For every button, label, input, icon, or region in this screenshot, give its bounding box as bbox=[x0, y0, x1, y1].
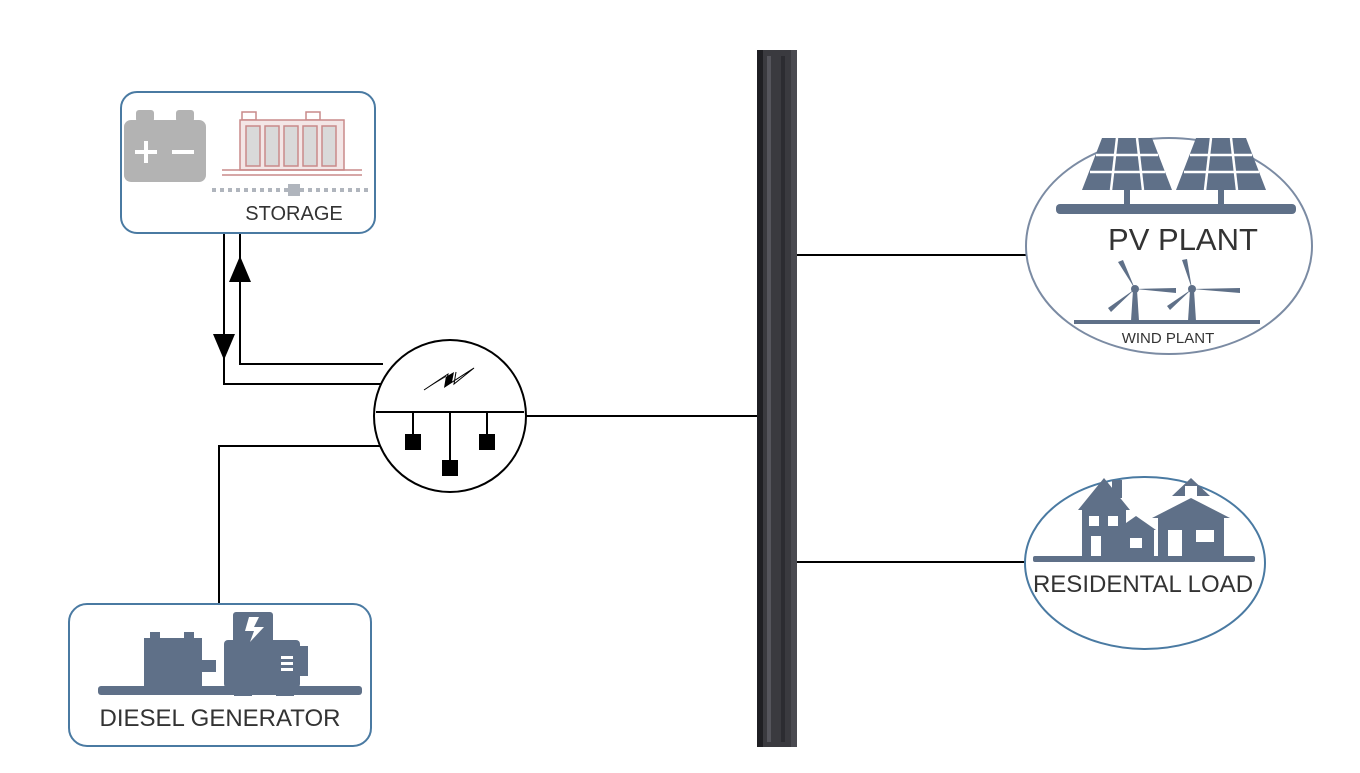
solar-panel-left-icon bbox=[1082, 137, 1172, 204]
wind-turbines-icon bbox=[1074, 259, 1260, 324]
pv-label: PV PLANT bbox=[1108, 222, 1258, 257]
diesel-generator-node[interactable]: DIESEL GENERATOR bbox=[68, 603, 372, 747]
wind-turbine-right-icon bbox=[1167, 259, 1240, 321]
solar-panel-right-icon bbox=[1176, 137, 1266, 204]
pv-wind-ellipse bbox=[1025, 137, 1313, 355]
controller-hub[interactable] bbox=[373, 339, 527, 493]
wind-turbine-left-icon bbox=[1108, 260, 1176, 321]
breaker-left-icon bbox=[405, 434, 421, 450]
diesel-generator-icon bbox=[98, 612, 362, 696]
load-ellipse bbox=[1024, 476, 1266, 650]
renewable-plant-node[interactable]: PV PLANT WIND PLANT bbox=[1025, 137, 1313, 355]
diesel-label: DIESEL GENERATOR bbox=[100, 705, 341, 732]
generator-bolt-icon bbox=[245, 617, 293, 671]
diesel-hub-wire bbox=[218, 445, 383, 604]
storage-discharge-wire bbox=[223, 232, 383, 385]
solar-panels-icon bbox=[1056, 137, 1296, 214]
wind-label: WIND PLANT bbox=[1122, 330, 1215, 347]
storage-charge-wire bbox=[239, 232, 383, 365]
breaker-right-icon bbox=[479, 434, 495, 450]
arrow-down-icon bbox=[213, 334, 235, 360]
residential-load-node[interactable]: RESIDENTAL LOAD bbox=[1024, 476, 1266, 650]
houses-icon bbox=[1033, 478, 1255, 562]
connection-wires bbox=[218, 232, 1028, 604]
main-bus-bar bbox=[757, 50, 797, 747]
arrow-up-icon bbox=[229, 256, 251, 282]
flow-arrows bbox=[213, 256, 251, 360]
storage-rack-icon bbox=[222, 111, 362, 176]
storage-node[interactable]: STORAGE bbox=[120, 91, 376, 234]
battery-icon bbox=[124, 110, 206, 182]
storage-divider-node bbox=[288, 184, 300, 196]
storage-label: STORAGE bbox=[245, 203, 342, 225]
lightning-bolt-icon bbox=[424, 366, 476, 390]
load-label: RESIDENTAL LOAD bbox=[1033, 571, 1253, 598]
breaker-center-icon bbox=[442, 460, 458, 476]
